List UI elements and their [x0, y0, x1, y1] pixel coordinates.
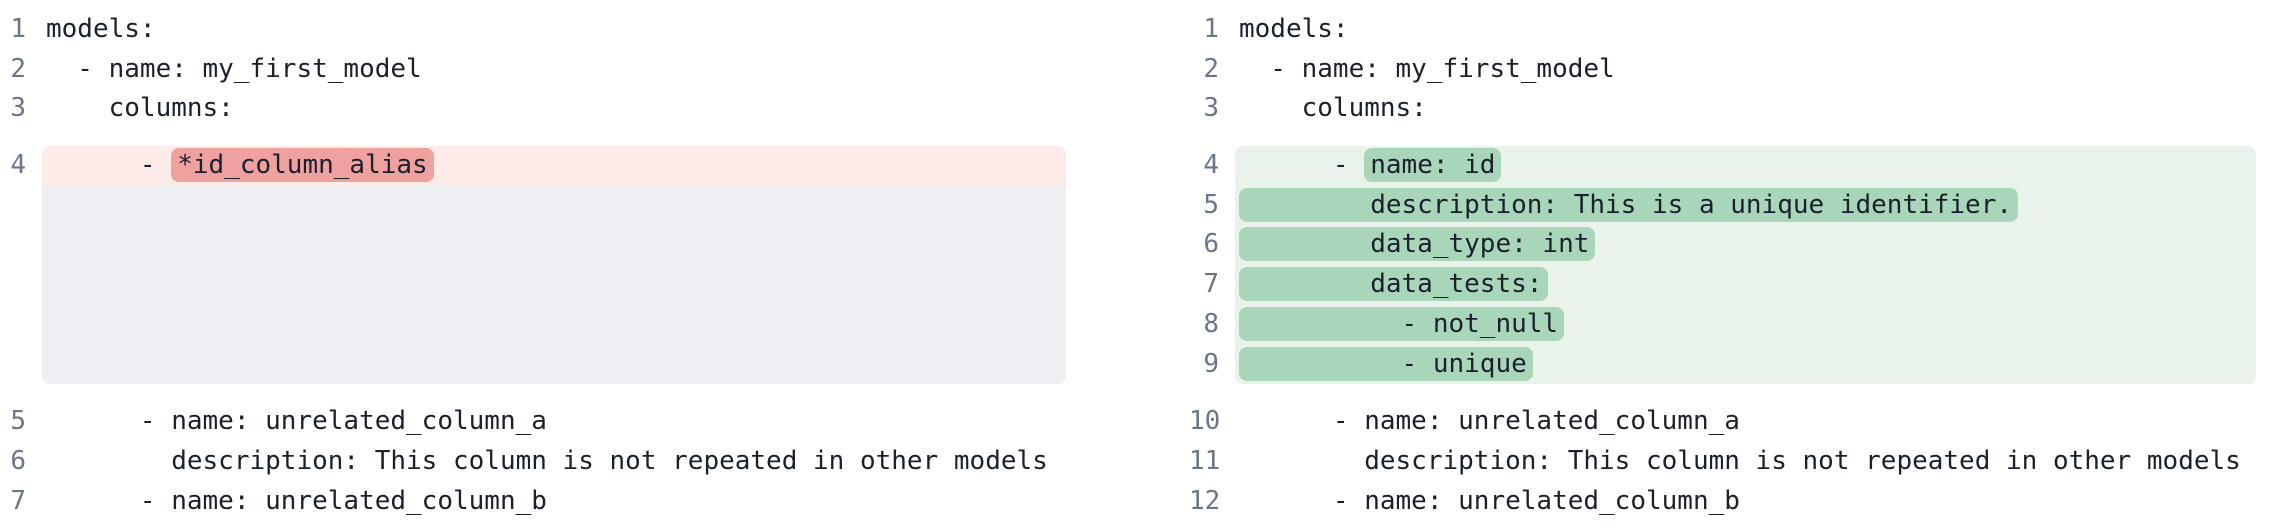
added-line: 8 - not_null	[1189, 304, 2256, 345]
added-word-highlight: description: This is a unique identifier…	[1239, 187, 2019, 222]
code-line: 7 - name: unrelated_column_b	[8, 482, 1066, 522]
removed-code-text: - *id_column_alias	[42, 146, 1066, 186]
added-code-text: description: This is a unique identifier…	[1235, 185, 2256, 226]
added-word-highlight: name: id	[1364, 148, 1502, 183]
added-word-highlight: data_tests:	[1239, 267, 1549, 302]
code-text: models:	[1239, 14, 1349, 44]
line-number: 4	[10, 150, 26, 181]
code-text: - name: unrelated_column_b	[46, 485, 547, 516]
code-text: - name: unrelated_column_b	[1239, 485, 1740, 516]
added-word-highlight: data_type: int	[1239, 227, 1596, 262]
code-text: - name: unrelated_column_a	[1239, 406, 1740, 437]
added-code-text: data_tests:	[1235, 265, 2256, 305]
code-text: models:	[46, 14, 156, 44]
removed-word-highlight: *id_column_alias	[171, 148, 434, 183]
code-text: -	[1239, 150, 1365, 181]
removed-line: 4 - *id_column_alias	[8, 146, 1066, 186]
added-code-text: - not_null	[1235, 304, 2256, 345]
code-line: 3 columns:	[8, 89, 1066, 129]
code-line: 6 description: This column is not repeat…	[8, 442, 1066, 482]
line-number: 6	[1203, 229, 1219, 260]
code-line: 1 models:	[1189, 10, 2256, 50]
code-text: - name: my_first_model	[1239, 53, 1615, 84]
code-line: 12 - name: unrelated_column_b	[1189, 482, 2256, 522]
old-code-pane: 1 models: 2 - name: my_first_model 3 col…	[8, 10, 1066, 521]
added-line: 6 data_type: int	[1189, 225, 2256, 266]
line-number: 1	[10, 14, 26, 44]
code-text: columns:	[1239, 93, 1427, 124]
line-number: 7	[10, 485, 26, 516]
line-number: 8	[1203, 308, 1219, 339]
code-text: - name: my_first_model	[46, 53, 422, 84]
diff-filler-block	[8, 185, 1066, 385]
code-line: 11 description: This column is not repea…	[1189, 442, 2256, 482]
added-word-highlight: - not_null	[1239, 306, 1565, 341]
new-code-pane: 1 models: 2 - name: my_first_model 3 col…	[1189, 10, 2256, 521]
line-number: 4	[1203, 150, 1219, 181]
code-text: columns:	[46, 93, 234, 124]
added-code-text: data_type: int	[1235, 225, 2256, 266]
code-text: description: This column is not repeated…	[46, 445, 1048, 476]
code-line: 1 models:	[8, 10, 1066, 50]
line-number: 3	[10, 93, 26, 124]
line-number: 5	[1203, 189, 1219, 220]
line-number-empty	[8, 186, 26, 385]
code-text: -	[46, 150, 172, 181]
line-number: 7	[1203, 269, 1219, 300]
added-line: 9 - unique	[1189, 344, 2256, 385]
added-code-text: - name: id	[1235, 146, 2256, 186]
code-line: 2 - name: my_first_model	[8, 50, 1066, 90]
added-word-highlight: - unique	[1239, 346, 1533, 381]
line-number: 11	[1189, 445, 1221, 476]
filler-area	[42, 185, 1066, 385]
line-number: 12	[1189, 485, 1221, 516]
code-line: 10 - name: unrelated_column_a	[1189, 402, 2256, 442]
added-line: 4 - name: id	[1189, 146, 2256, 186]
added-line: 7 data_tests:	[1189, 265, 2256, 305]
line-number: 2	[1203, 53, 1219, 84]
code-text: description: This column is not repeated…	[1239, 445, 2241, 476]
code-line: 3 columns:	[1189, 89, 2256, 129]
code-line: 2 - name: my_first_model	[1189, 50, 2256, 90]
added-line: 5 description: This is a unique identifi…	[1189, 185, 2256, 226]
added-code-text: - unique	[1235, 344, 2256, 385]
code-text: - name: unrelated_column_a	[46, 406, 547, 437]
line-number: 5	[10, 406, 26, 437]
line-number: 9	[1203, 348, 1219, 379]
line-number: 10	[1189, 406, 1221, 437]
line-number: 1	[1203, 14, 1219, 44]
line-number: 3	[1203, 93, 1219, 124]
code-line: 5 - name: unrelated_column_a	[8, 402, 1066, 442]
line-number: 6	[10, 445, 26, 476]
line-number: 2	[10, 53, 26, 84]
